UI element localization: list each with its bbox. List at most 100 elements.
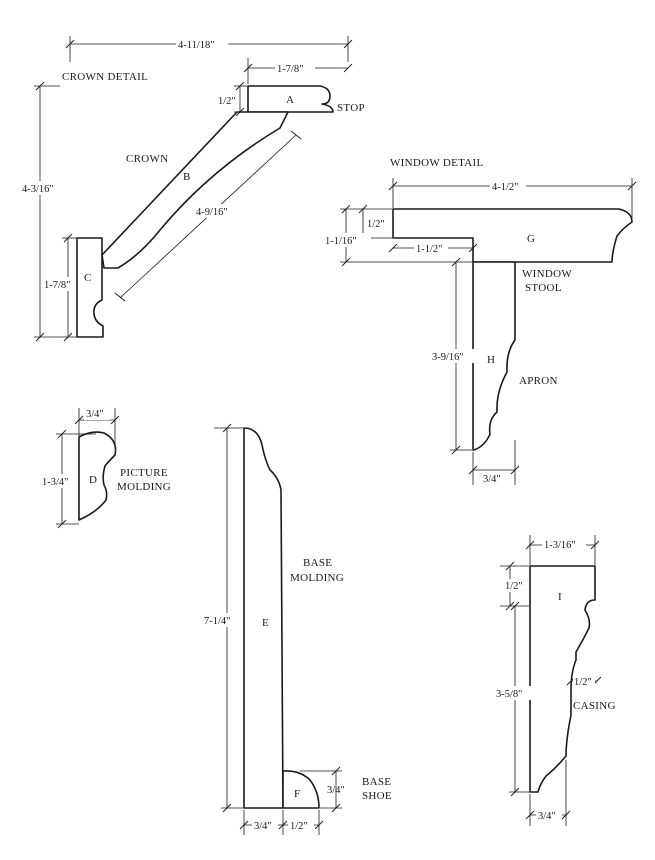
label-mask (430, 349, 474, 363)
stop-profile-a (247, 85, 334, 113)
apron-profile-h (472, 261, 516, 451)
dimension-tick (358, 204, 368, 214)
base-molding-label-1: BASE (303, 557, 332, 569)
dim-base-height: 7-1/4" (204, 616, 230, 627)
part-label-e: E (262, 617, 269, 629)
picture-molding-label-1: PICTURE (120, 467, 168, 479)
label-mask (40, 474, 72, 488)
dimension-tick (510, 465, 520, 475)
picture-molding-profile-d (78, 431, 117, 521)
label-mask (542, 538, 586, 551)
base-shoe: BASE SHOE F 3/4" 1/2" (282, 766, 392, 835)
dimension-tick (510, 601, 520, 611)
part-label-h: H (487, 354, 495, 366)
label-mask (323, 233, 371, 247)
dimension-tick (331, 766, 341, 776)
dim-casing-top: 1/2" (505, 581, 523, 592)
dimension-tick (343, 63, 353, 73)
base-shoe-label-2: SHOE (362, 790, 392, 802)
dim-casing-width: 1-3/16" (544, 540, 576, 551)
dim-picture-width: 3/4" (86, 409, 104, 420)
label-mask (252, 819, 278, 832)
dimension-tick (468, 243, 478, 253)
label-mask (573, 675, 595, 687)
dim-casing-edge: 1/2" (574, 677, 592, 688)
part-label-c: C (84, 272, 91, 284)
crown-label: CROWN (126, 153, 168, 165)
dimension-tick (388, 243, 398, 253)
casing-label: CASING (573, 700, 616, 712)
dimension-tick (341, 257, 351, 267)
dim-stool-width: 4-1/2" (492, 182, 518, 193)
dimension-tick (114, 292, 126, 302)
dimension-tick (388, 181, 398, 191)
dimension-tick (343, 39, 353, 49)
part-label-f: F (294, 788, 300, 800)
dimension-tick (63, 332, 73, 342)
dimension-tick (57, 519, 67, 529)
stool-profile-g (392, 208, 633, 263)
casing-profile-i (529, 565, 596, 793)
dimension-tick (341, 204, 351, 214)
label-mask (494, 686, 532, 700)
dimension-tick (235, 107, 245, 117)
label-mask (536, 809, 562, 822)
dimension-tick (331, 803, 341, 813)
part-label-g: G (527, 233, 535, 245)
base-shoe-label-1: BASE (362, 776, 391, 788)
dimension-tick (63, 233, 73, 243)
picture-molding-label-2: MOLDING (117, 481, 171, 493)
dim-stool-lip: 1/2" (367, 219, 385, 230)
dim-casing-thickness: 3/4" (538, 811, 556, 822)
molding-profile-c (76, 237, 104, 338)
label-mask (490, 178, 526, 192)
dimension-tick (239, 820, 249, 830)
part-label-i: I (558, 591, 562, 603)
dimension-tick (505, 561, 515, 571)
dim-stop-height: 1/2" (218, 96, 236, 107)
dimension-tick (222, 423, 232, 433)
base-molding: BASE MOLDING E 7-1/4" 3/4" (202, 423, 344, 835)
base-molding-label-2: MOLDING (290, 572, 344, 584)
label-mask (176, 36, 228, 50)
label-mask (84, 407, 110, 420)
part-label-d: D (89, 474, 97, 486)
label-mask (288, 819, 314, 832)
dimension-tick (451, 257, 461, 267)
casing: CASING I 1-3/16" 1/2" 3-5/8" 1/2" (494, 535, 616, 826)
base-shoe-profile-f (282, 770, 320, 809)
apron-label: APRON (519, 375, 558, 387)
window-stool-label-2: STOOL (525, 282, 562, 294)
dimension-tick (65, 39, 75, 49)
base-molding-profile-e (243, 427, 284, 809)
label-mask (42, 277, 76, 291)
dim-shoe-width: 1/2" (290, 821, 308, 832)
dimension-tick (110, 415, 120, 425)
dimension-tick (222, 803, 232, 813)
dimension-tick (74, 415, 84, 425)
dim-c-height: 1-7/8" (44, 280, 70, 291)
dim-stool-thickness: 1-1/16" (325, 236, 357, 247)
label-mask (275, 60, 315, 74)
window-detail: WINDOW DETAIL WINDOW STOOL APRON G H 4-1… (323, 157, 637, 485)
dimension-tick (510, 787, 520, 797)
stop-label: STOP (337, 102, 365, 114)
dimension-tick (590, 540, 600, 550)
dim-base-thickness: 3/4" (254, 821, 272, 832)
crown-profile-b (101, 111, 289, 269)
dim-shoe-height: 3/4" (327, 785, 345, 796)
dimension-tick (525, 810, 535, 820)
label-mask (504, 579, 526, 592)
crown-detail: CROWN DETAIL CROWN STOP A B C 4-11/18" 1… (20, 36, 365, 342)
dimension-tick (35, 332, 45, 342)
dimension-tick (243, 63, 253, 73)
label-mask (194, 204, 234, 218)
dimension-tick (57, 429, 67, 439)
dim-stop-width: 1-7/8" (277, 64, 303, 75)
dim-apron-thickness: 3/4" (483, 474, 501, 485)
dim-crown-length: 4-9/16" (196, 207, 228, 218)
dimension-tick (235, 81, 245, 91)
dim-stool-horn: 1-1/2" (416, 244, 442, 255)
dimension-tick (627, 181, 637, 191)
